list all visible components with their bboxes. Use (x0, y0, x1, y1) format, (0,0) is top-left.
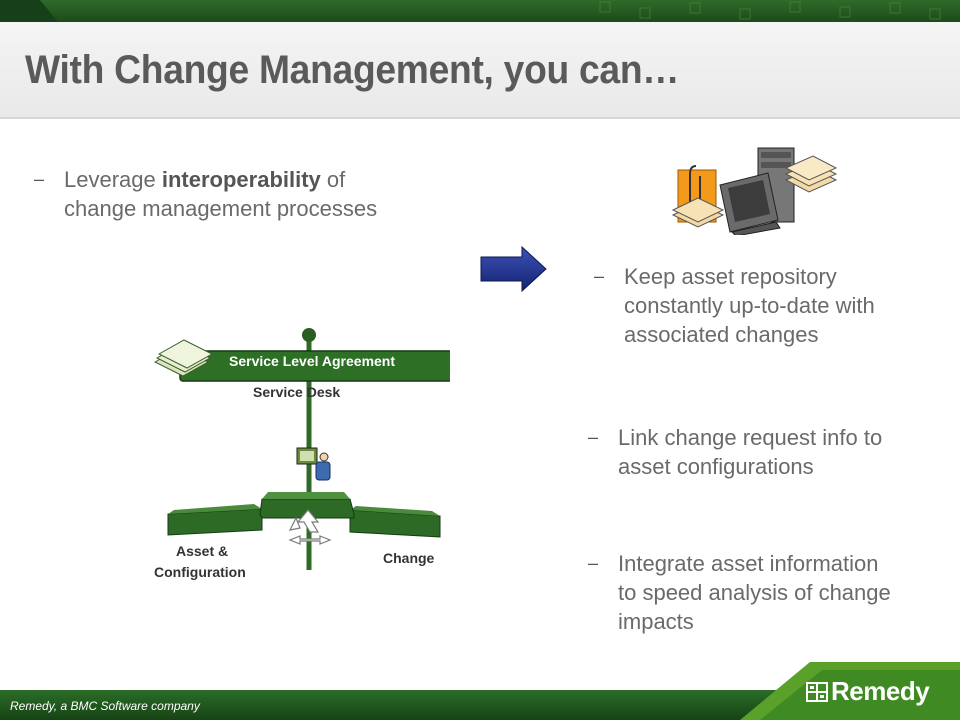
remedy-logo-text: Remedy (831, 676, 930, 706)
top-banner (0, 0, 960, 22)
right-bullet-1: – Keep asset repository constantly up-to… (594, 262, 954, 349)
right-bullet-1-line1: Keep asset repository (624, 264, 837, 289)
page-title: With Change Management, you can… (25, 48, 680, 92)
left-bullet-text-post: of (320, 167, 346, 192)
right-arrow-icon (480, 246, 547, 292)
sla-label: Service Level Agreement (229, 353, 396, 369)
cycle-arrows-icon (288, 509, 332, 545)
asset-repository-icon (671, 147, 838, 235)
left-bullet-bold: interoperability (161, 167, 321, 192)
footer-tagline: Remedy, a BMC Software company (10, 699, 200, 713)
right-bullet-2: – Link change request info to asset conf… (588, 423, 948, 481)
right-bullet-3-line3: impacts (618, 609, 694, 634)
bullet-dash: – (588, 427, 599, 447)
title-divider (0, 117, 960, 119)
top-banner-pattern (0, 0, 941, 22)
documents-icon (153, 339, 214, 377)
change-label: Change (383, 550, 435, 566)
bullet-dash: – (594, 266, 605, 286)
left-bullet-text-pre: Leverage (64, 167, 162, 192)
right-bullet-2-line2: asset configurations (618, 454, 814, 479)
change-platform (349, 506, 441, 538)
right-bullet-3-line2: to speed analysis of change (618, 580, 891, 605)
remedy-logo-icon (806, 681, 828, 702)
remedy-logo: Remedy (806, 676, 930, 707)
asset-platform (167, 504, 263, 536)
left-bullet-line2: change management processes (64, 196, 378, 221)
right-bullet-2-line1: Link change request info to (618, 425, 883, 450)
right-bullet-1-line3: associated changes (624, 322, 819, 347)
service-desk-label: Service Desk (253, 384, 341, 400)
right-bullet-1-line2: constantly up-to-date with (624, 293, 875, 318)
title-band (0, 22, 960, 118)
center-platform (259, 492, 355, 519)
right-bullet-3: – Integrate asset information to speed a… (588, 549, 953, 636)
right-bullet-3-line1: Integrate asset information (618, 551, 879, 576)
service-desk-agent-icon (296, 447, 331, 481)
change-process-diagram (153, 328, 450, 570)
asset-label-line2: Configuration (154, 564, 246, 580)
bullet-dash: – (588, 553, 599, 573)
bullet-dash: – (34, 169, 45, 189)
left-bullet: – Leverage interoperability of change ma… (34, 165, 484, 223)
asset-label-line1: Asset & (176, 543, 229, 559)
